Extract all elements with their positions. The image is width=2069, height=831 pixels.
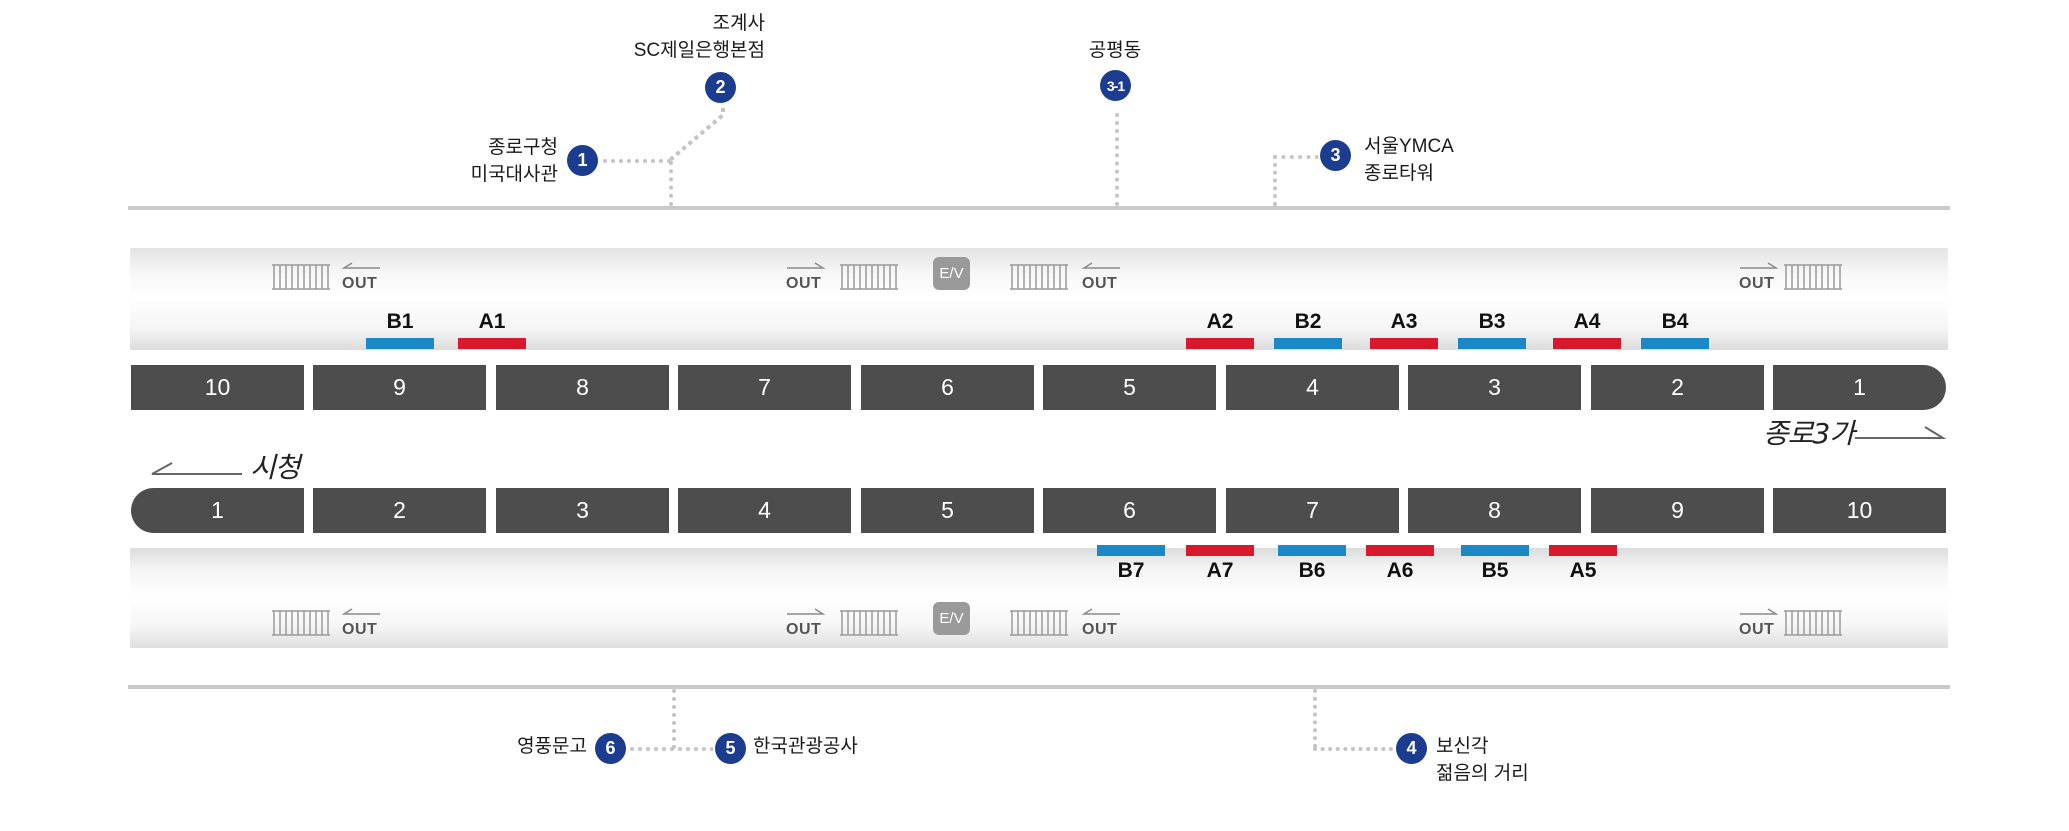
train-top-car[interactable]: 3 — [1408, 365, 1581, 410]
out-label: OUT — [786, 275, 822, 292]
arrow-right-icon — [787, 262, 826, 269]
exit-6-label: 영풍문고 — [517, 736, 587, 757]
arrow-right-icon — [1740, 262, 1779, 269]
street-line-top — [128, 206, 1950, 210]
stair-top-3 — [1008, 262, 1070, 297]
exit3-connector-h — [1273, 155, 1319, 159]
train-bottom-car[interactable]: 1 — [131, 488, 304, 533]
direction-jongno3ga: 종로3가 — [1763, 417, 1855, 450]
arrow-right-icon — [1740, 608, 1779, 615]
train-bottom-car[interactable]: 2 — [313, 488, 486, 533]
elevator-icon[interactable]: E/V — [933, 257, 970, 290]
train-bottom-car[interactable]: 10 — [1773, 488, 1946, 533]
exit-3-1-label: 공평동 — [1088, 40, 1142, 61]
direction-arrow-left-icon — [151, 462, 242, 475]
train-top-car[interactable]: 5 — [1043, 365, 1216, 410]
train-top-car[interactable]: 8 — [496, 365, 669, 410]
exit-2-badge[interactable]: 2 — [705, 72, 736, 103]
exit-3-badge[interactable]: 3 — [1320, 140, 1351, 171]
stair-bottom-4 — [1782, 608, 1844, 643]
stair-bottom-1 — [270, 608, 332, 643]
out-label: OUT — [786, 621, 822, 638]
out-label: OUT — [1739, 275, 1775, 292]
arrow-left-icon — [341, 608, 380, 615]
train-top-car[interactable]: 10 — [131, 365, 304, 410]
exit56-connector-v — [672, 689, 676, 749]
elevator-icon[interactable]: E/V — [933, 602, 970, 635]
train-bottom-car[interactable]: 5 — [861, 488, 1034, 533]
direction-arrow-right-icon — [1855, 426, 1947, 439]
arrow-left-icon — [1081, 262, 1120, 269]
exit4-connector-v — [1313, 689, 1317, 748]
exit3-connector-v — [1273, 155, 1277, 206]
train-top-car[interactable]: 2 — [1591, 365, 1764, 410]
train-bottom-car[interactable]: 4 — [678, 488, 851, 533]
train-bottom-car[interactable]: 3 — [496, 488, 669, 533]
exit56-connector-h — [630, 747, 714, 751]
platform-bottom — [130, 548, 1948, 648]
train-bottom-car[interactable]: 7 — [1226, 488, 1399, 533]
out-label: OUT — [1082, 621, 1118, 638]
train-top-car[interactable]: 6 — [861, 365, 1034, 410]
train-top-car[interactable]: 9 — [313, 365, 486, 410]
direction-cityhall: 시청 — [250, 451, 301, 484]
out-label: OUT — [1082, 275, 1118, 292]
train-bottom-car[interactable]: 8 — [1408, 488, 1581, 533]
exit-1-badge[interactable]: 1 — [567, 145, 598, 176]
arrow-left-icon — [1081, 608, 1120, 615]
exit-4-badge[interactable]: 4 — [1396, 733, 1427, 764]
exit-3-1-badge[interactable]: 3-1 — [1100, 70, 1131, 101]
out-label: OUT — [1739, 621, 1775, 638]
street-line-bottom — [128, 685, 1950, 689]
out-label: OUT — [342, 275, 378, 292]
out-label: OUT — [342, 621, 378, 638]
arrow-right-icon — [787, 608, 826, 615]
exit31-connector — [1115, 113, 1119, 206]
exit2-connector — [668, 100, 725, 162]
exit4-connector-h — [1313, 747, 1393, 751]
train-bottom-car[interactable]: 6 — [1043, 488, 1216, 533]
train-bottom-car[interactable]: 9 — [1591, 488, 1764, 533]
train-top-car[interactable]: 1 — [1773, 365, 1946, 410]
stair-top-1 — [270, 262, 332, 297]
stair-top-4 — [1782, 262, 1844, 297]
exit1-connector-h — [603, 159, 671, 163]
train-top-car[interactable]: 4 — [1226, 365, 1399, 410]
exit-6-badge[interactable]: 6 — [595, 733, 626, 764]
train-top-car[interactable]: 7 — [678, 365, 851, 410]
arrow-left-icon — [341, 262, 380, 269]
stair-top-2 — [838, 262, 900, 297]
exit-5-badge[interactable]: 5 — [715, 733, 746, 764]
stair-bottom-2 — [838, 608, 900, 643]
exit1-connector-v — [669, 161, 673, 206]
stair-bottom-3 — [1008, 608, 1070, 643]
exit-5-label: 한국관광공사 — [753, 736, 858, 757]
